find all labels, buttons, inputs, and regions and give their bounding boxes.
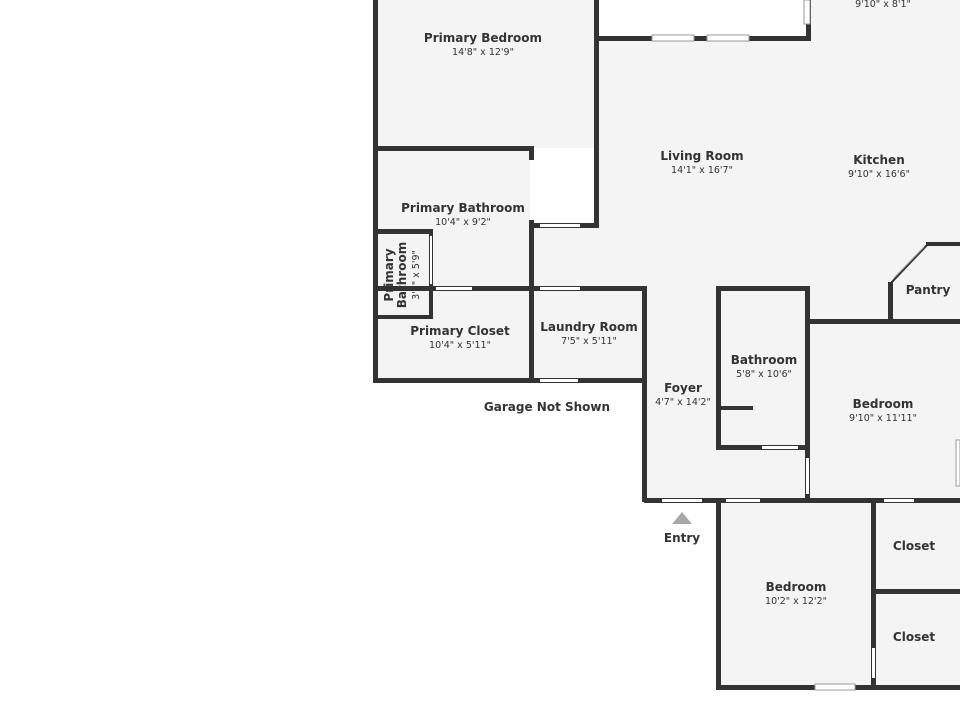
window <box>955 439 960 487</box>
wall <box>376 315 433 319</box>
wall <box>805 286 810 500</box>
primary-bathroom-label: Primary Bathroom <box>401 201 525 215</box>
room-labels: 9'10" x 8'1" Primary Bedroom 14'8" x 12'… <box>382 0 950 644</box>
primary-bathroom-dims: 10'4" x 9'2" <box>435 217 491 228</box>
wall <box>644 498 960 503</box>
closet-lower-label: Closet <box>893 630 935 644</box>
door-opening <box>872 648 875 678</box>
door-opening <box>806 458 809 494</box>
door-opening <box>884 499 914 502</box>
wall <box>716 286 721 450</box>
door-opening <box>430 236 432 284</box>
pantry-angled-wall <box>889 243 929 285</box>
wall <box>642 286 647 502</box>
door-opening <box>540 287 580 290</box>
wall <box>926 242 960 246</box>
door-opening <box>762 446 798 449</box>
kitchen-label: Kitchen <box>853 153 905 167</box>
windows <box>651 0 960 691</box>
primary-closet-floor <box>376 288 534 380</box>
wall <box>376 146 534 151</box>
pantry-door-swing <box>893 246 925 279</box>
wall <box>376 229 432 234</box>
laundry-room-dims: 7'5" x 5'11" <box>561 336 617 347</box>
wall <box>373 0 378 383</box>
wall <box>376 286 646 291</box>
laundry-floor <box>534 226 646 380</box>
kitchen-dims: 9'10" x 16'6" <box>848 169 910 180</box>
kitchen-floor <box>808 0 960 322</box>
living-room-dims: 14'1" x 16'7" <box>671 165 733 176</box>
door-openings <box>430 160 914 678</box>
primary-bedroom-label: Primary Bedroom <box>424 31 542 45</box>
window <box>803 0 811 25</box>
door-opening <box>726 499 760 502</box>
primary-closet-dims: 10'4" x 5'11" <box>429 340 491 351</box>
wall <box>888 282 893 322</box>
foyer-dims: 4'7" x 14'2" <box>655 397 711 408</box>
window <box>814 683 856 691</box>
primary-bathroom-small-label-line2: Bathroom <box>395 242 409 308</box>
foyer-label: Foyer <box>664 381 702 395</box>
wall <box>876 589 960 594</box>
wall <box>529 146 534 160</box>
bedroom-right-dims: 9'10" x 11'11" <box>849 413 917 424</box>
foyer-floor <box>646 220 810 502</box>
wall <box>716 286 810 291</box>
bathroom-label: Bathroom <box>731 353 797 367</box>
wall <box>529 220 534 380</box>
wall <box>596 36 810 41</box>
wall <box>373 378 647 383</box>
primary-bathroom-small-dims: 3'5" x 5'9" <box>411 250 422 300</box>
wall <box>594 0 599 228</box>
pantry-label: Pantry <box>906 283 951 297</box>
door-opening <box>436 287 472 290</box>
door-opening <box>540 224 580 227</box>
living-floor <box>596 38 810 228</box>
bedroom-bottom-dims: 10'2" x 12'2" <box>765 596 827 607</box>
door-opening <box>662 499 702 502</box>
bedroom-right-floor <box>808 320 960 502</box>
closet-upper-label: Closet <box>893 539 935 553</box>
door-opening <box>530 160 534 220</box>
primary-bathroom-small-label-line1: Primary <box>382 248 396 301</box>
wall <box>716 500 721 690</box>
top-right-room-dims: 9'10" x 8'1" <box>855 0 911 10</box>
door-opening <box>540 379 578 382</box>
window <box>706 34 750 42</box>
bedroom-right-label: Bedroom <box>853 397 914 411</box>
wall <box>721 406 753 410</box>
primary-bedroom-dims: 14'8" x 12'9" <box>452 47 514 58</box>
entry-label: Entry <box>664 531 700 545</box>
entry-arrow-icon <box>672 512 692 524</box>
living-room-label: Living Room <box>660 149 743 163</box>
primary-closet-label: Primary Closet <box>410 324 510 338</box>
window <box>651 34 695 42</box>
laundry-room-label: Laundry Room <box>540 320 638 334</box>
wall <box>871 500 876 690</box>
wall <box>808 319 960 324</box>
floor-fills <box>376 0 960 688</box>
primary-bathroom-floor <box>376 148 534 288</box>
primary-bathroom-small-label-group: Primary Bathroom 3'5" x 5'9" <box>382 242 422 308</box>
primary-bedroom-floor <box>376 0 596 148</box>
bathroom-dims: 5'8" x 10'6" <box>736 369 792 380</box>
bedroom-bottom-label: Bedroom <box>766 580 827 594</box>
garage-note: Garage Not Shown <box>484 400 610 414</box>
